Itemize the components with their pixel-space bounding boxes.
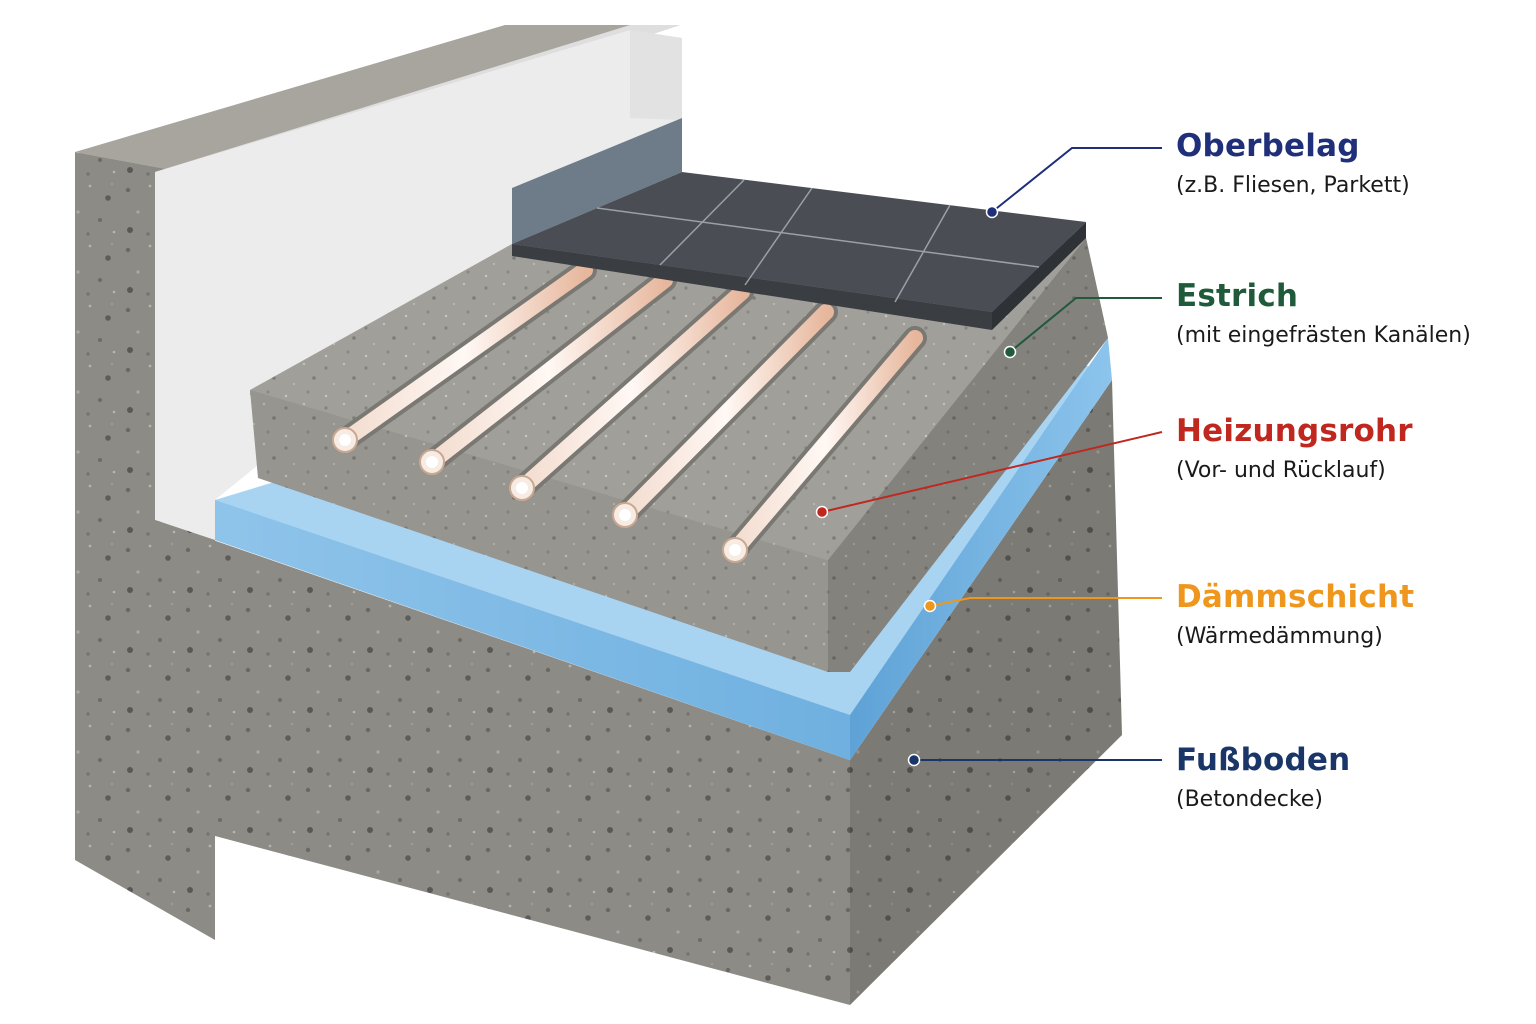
heating-pipe <box>514 284 750 496</box>
wall-insulation-edge <box>630 30 682 120</box>
label-estrich: Estrich (mit eingefrästen Kanälen) <box>1176 277 1471 351</box>
insulation-side <box>850 338 1112 760</box>
pipe-opening <box>516 482 528 494</box>
label-subtitle: (Betondecke) <box>1176 787 1323 812</box>
label-title: Dämmschicht <box>1176 579 1415 615</box>
label-title: Estrich <box>1176 278 1299 314</box>
label-subtitle: (Wärmedämmung) <box>1176 624 1383 649</box>
edge-strip <box>512 118 682 244</box>
label-fussboden: Fußboden (Betondecke) <box>1176 741 1350 815</box>
label-oberbelag: Oberbelag (z.B. Fliesen, Parkett) <box>1176 127 1410 201</box>
label-daemmschicht: Dämmschicht (Wärmedämmung) <box>1176 578 1414 652</box>
marker-estrich <box>1003 345 1017 359</box>
pipe-opening <box>729 544 741 556</box>
slab-shade <box>850 380 1122 1005</box>
leader-lines <box>815 147 1163 767</box>
label-title: Fußboden <box>1176 742 1351 778</box>
tile-surface <box>512 172 1086 312</box>
leader-daemmschicht <box>929 597 1162 607</box>
pipe-opening <box>339 434 351 446</box>
label-subtitle: (Vor- und Rücklauf) <box>1176 458 1386 483</box>
slab-front <box>155 520 850 1005</box>
tile-joint <box>894 204 951 303</box>
screed-side-shade <box>828 238 1108 672</box>
pipe-opening <box>426 456 438 468</box>
tile-joint <box>596 207 1040 268</box>
pipe-group <box>332 258 927 563</box>
tile-joint <box>659 179 745 266</box>
pipe-opening <box>619 509 631 521</box>
label-subtitle: (z.B. Fliesen, Parkett) <box>1176 173 1410 198</box>
label-subtitle: (mit eingefrästen Kanälen) <box>1176 323 1471 348</box>
tile-joint <box>744 187 813 286</box>
label-heizungsrohr: Heizungsrohr (Vor- und Rücklauf) <box>1176 412 1413 486</box>
screed-front-shade <box>250 390 828 672</box>
screed-front <box>250 390 828 672</box>
heating-pipe <box>424 272 673 470</box>
heating-pipe <box>337 262 593 448</box>
marker-fussboden <box>907 753 921 767</box>
insulation-front <box>215 500 850 760</box>
leader-heizungsrohr <box>821 431 1163 513</box>
label-title: Oberbelag <box>1176 128 1360 164</box>
heating-pipe <box>617 304 834 523</box>
leader-oberbelag <box>991 147 1162 213</box>
tile-layer <box>512 172 1086 330</box>
label-title: Heizungsrohr <box>1176 413 1413 449</box>
tile-edge <box>992 222 1086 330</box>
slab-side <box>850 380 1122 1005</box>
marker-heizungsrohr <box>815 505 829 519</box>
marker-oberbelag <box>985 205 999 219</box>
marker-daemmschicht <box>923 599 937 613</box>
heating-pipe <box>727 330 923 558</box>
screed-side <box>828 238 1108 672</box>
leader-estrich <box>1009 297 1162 353</box>
tile-edge-front <box>512 244 992 330</box>
